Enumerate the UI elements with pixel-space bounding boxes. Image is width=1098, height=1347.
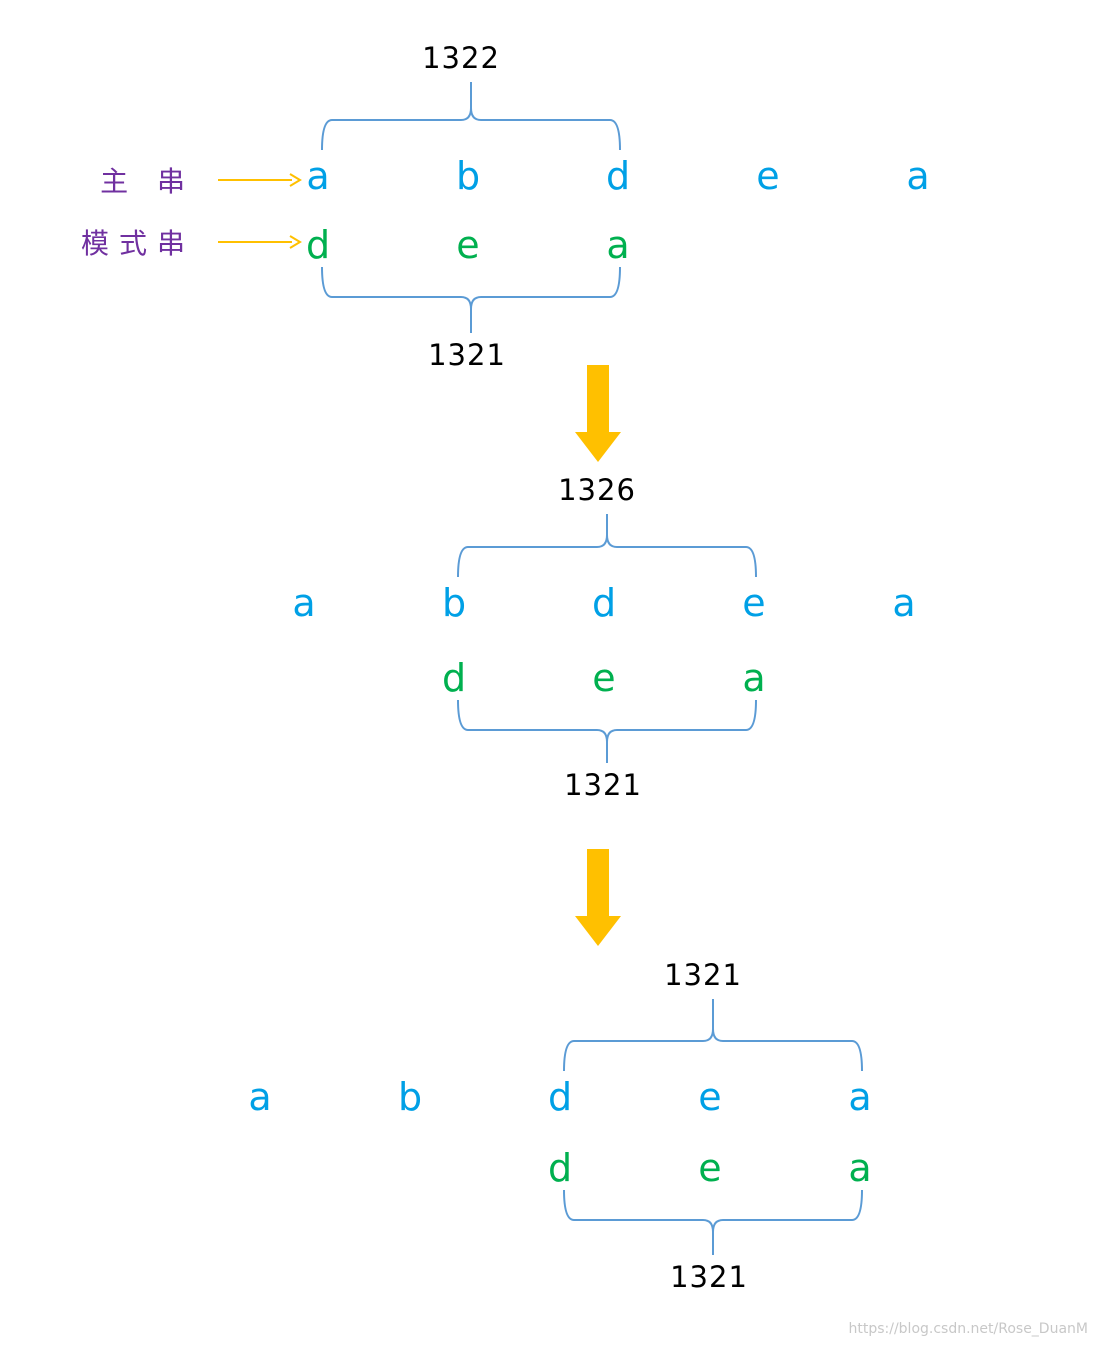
- main-char: d: [547, 1075, 573, 1119]
- pattern-hash-value: 1321: [564, 768, 642, 802]
- main-char: a: [292, 581, 316, 625]
- main-char: e: [742, 581, 766, 625]
- pattern-char: d: [547, 1146, 573, 1190]
- window-hash-value: 1321: [664, 958, 742, 992]
- main-char: d: [605, 154, 631, 198]
- main-char: b: [455, 154, 481, 198]
- main-char: a: [306, 154, 330, 198]
- pattern-char: a: [742, 656, 766, 700]
- window-brace: [457, 534, 757, 578]
- main-char: a: [248, 1075, 272, 1119]
- main-char: d: [591, 581, 617, 625]
- pattern-char: d: [441, 656, 467, 700]
- main-char: a: [906, 154, 930, 198]
- window-brace: [321, 107, 621, 151]
- step-arrow-icon: [575, 849, 621, 946]
- pattern-string-arrow-head: [289, 235, 302, 249]
- pattern-string-label: 模式串: [80, 227, 195, 260]
- pattern-brace: [563, 1189, 863, 1233]
- main-char: b: [441, 581, 467, 625]
- window-hash-value: 1322: [422, 41, 500, 75]
- pattern-brace: [321, 266, 621, 310]
- pattern-char: a: [848, 1146, 872, 1190]
- pattern-char: a: [606, 223, 630, 267]
- pattern-char: e: [456, 223, 480, 267]
- pattern-char: e: [592, 656, 616, 700]
- main-string-arrow-head: [289, 173, 302, 187]
- main-char: b: [397, 1075, 423, 1119]
- watermark: https://blog.csdn.net/Rose_DuanM: [848, 1321, 1088, 1337]
- window-brace: [563, 1028, 863, 1072]
- window-hash-value: 1326: [558, 473, 636, 507]
- pattern-hash-value: 1321: [670, 1260, 748, 1294]
- main-char: e: [756, 154, 780, 198]
- pattern-hash-value: 1321: [428, 338, 506, 372]
- step-arrow-icon: [575, 365, 621, 462]
- main-char: a: [892, 581, 916, 625]
- main-char: a: [848, 1075, 872, 1119]
- pattern-char: d: [305, 223, 331, 267]
- pattern-char: e: [698, 1146, 722, 1190]
- main-char: e: [698, 1075, 722, 1119]
- pattern-brace: [457, 699, 757, 743]
- main-string-label: 主 串: [100, 165, 195, 198]
